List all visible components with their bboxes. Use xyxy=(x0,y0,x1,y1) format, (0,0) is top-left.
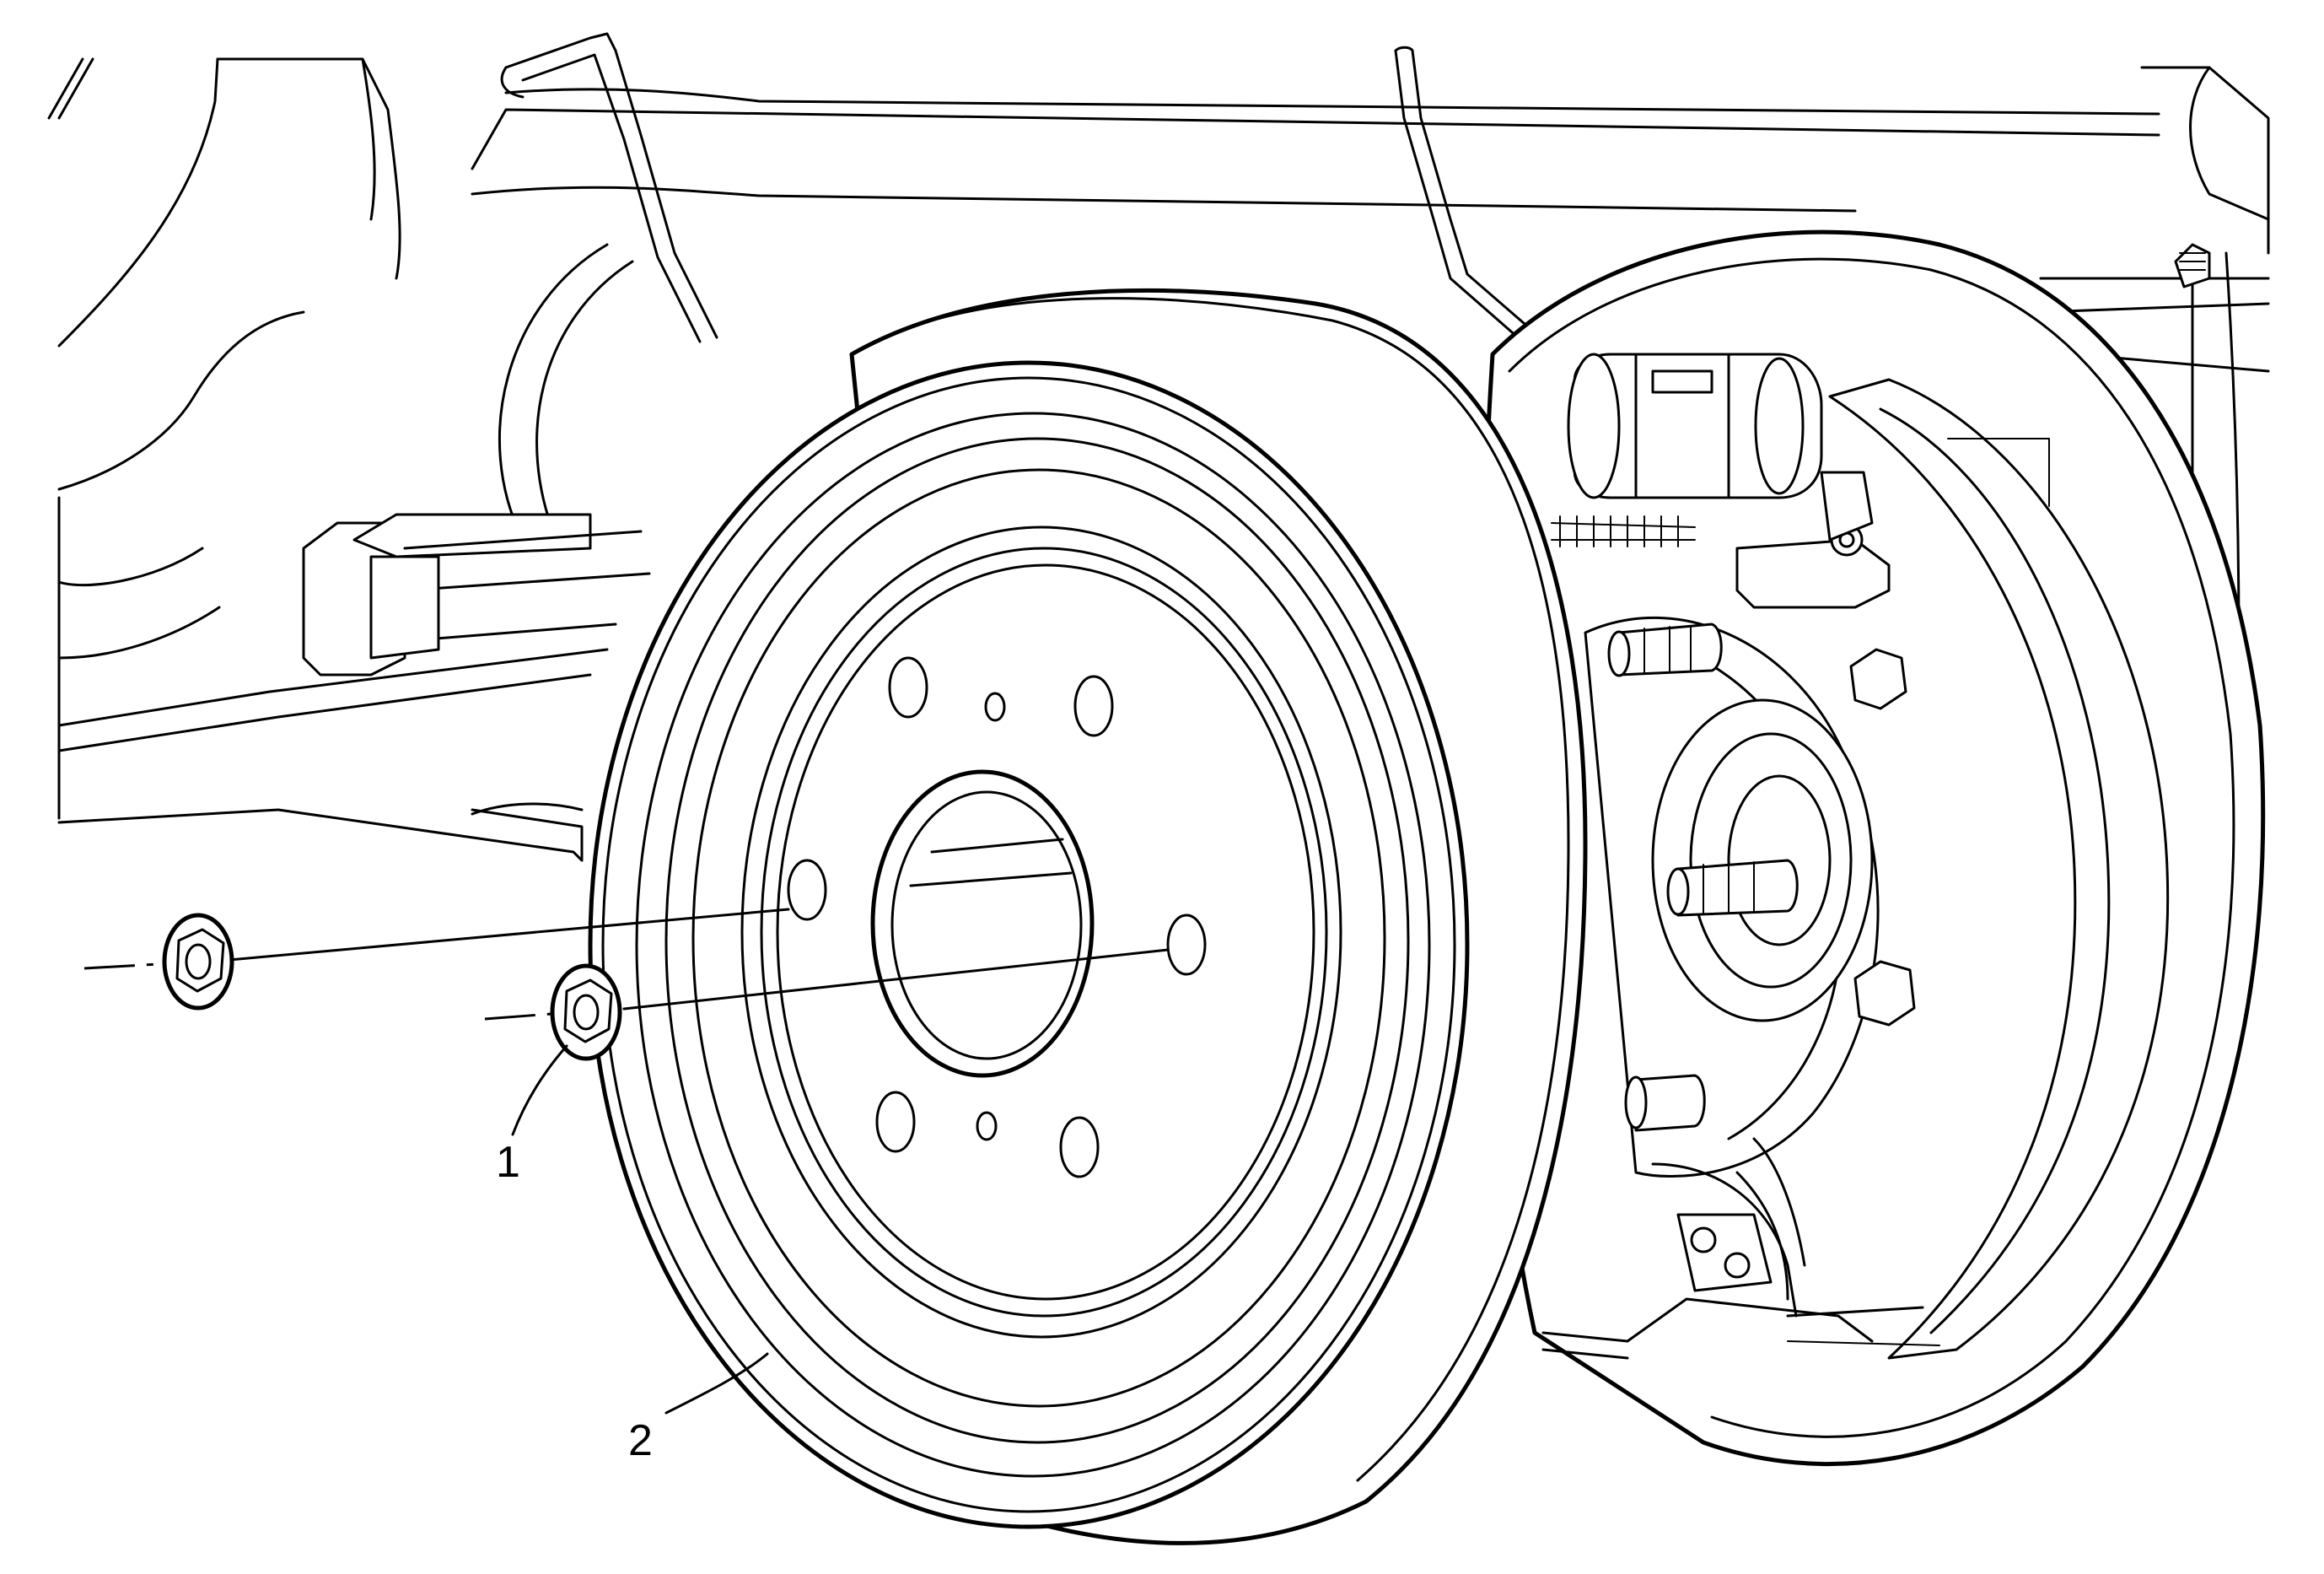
callout-2-label: 2 xyxy=(628,1416,653,1465)
retainer-nut-lower xyxy=(550,963,622,1061)
wheel-stud-lower xyxy=(1624,1074,1706,1132)
retainer-nut-upper xyxy=(162,913,234,1011)
callout-1-label: 1 xyxy=(496,1138,520,1187)
callout-1: 1 xyxy=(496,1044,568,1187)
vehicle-frame xyxy=(47,32,2270,1098)
backing-plate-assembly xyxy=(1478,229,2266,1467)
brake-drum xyxy=(588,288,1588,1545)
wheel-stud-middle xyxy=(1666,859,1799,917)
callout-2: 2 xyxy=(628,1352,769,1465)
wheel-stud-upper xyxy=(1607,623,1723,677)
